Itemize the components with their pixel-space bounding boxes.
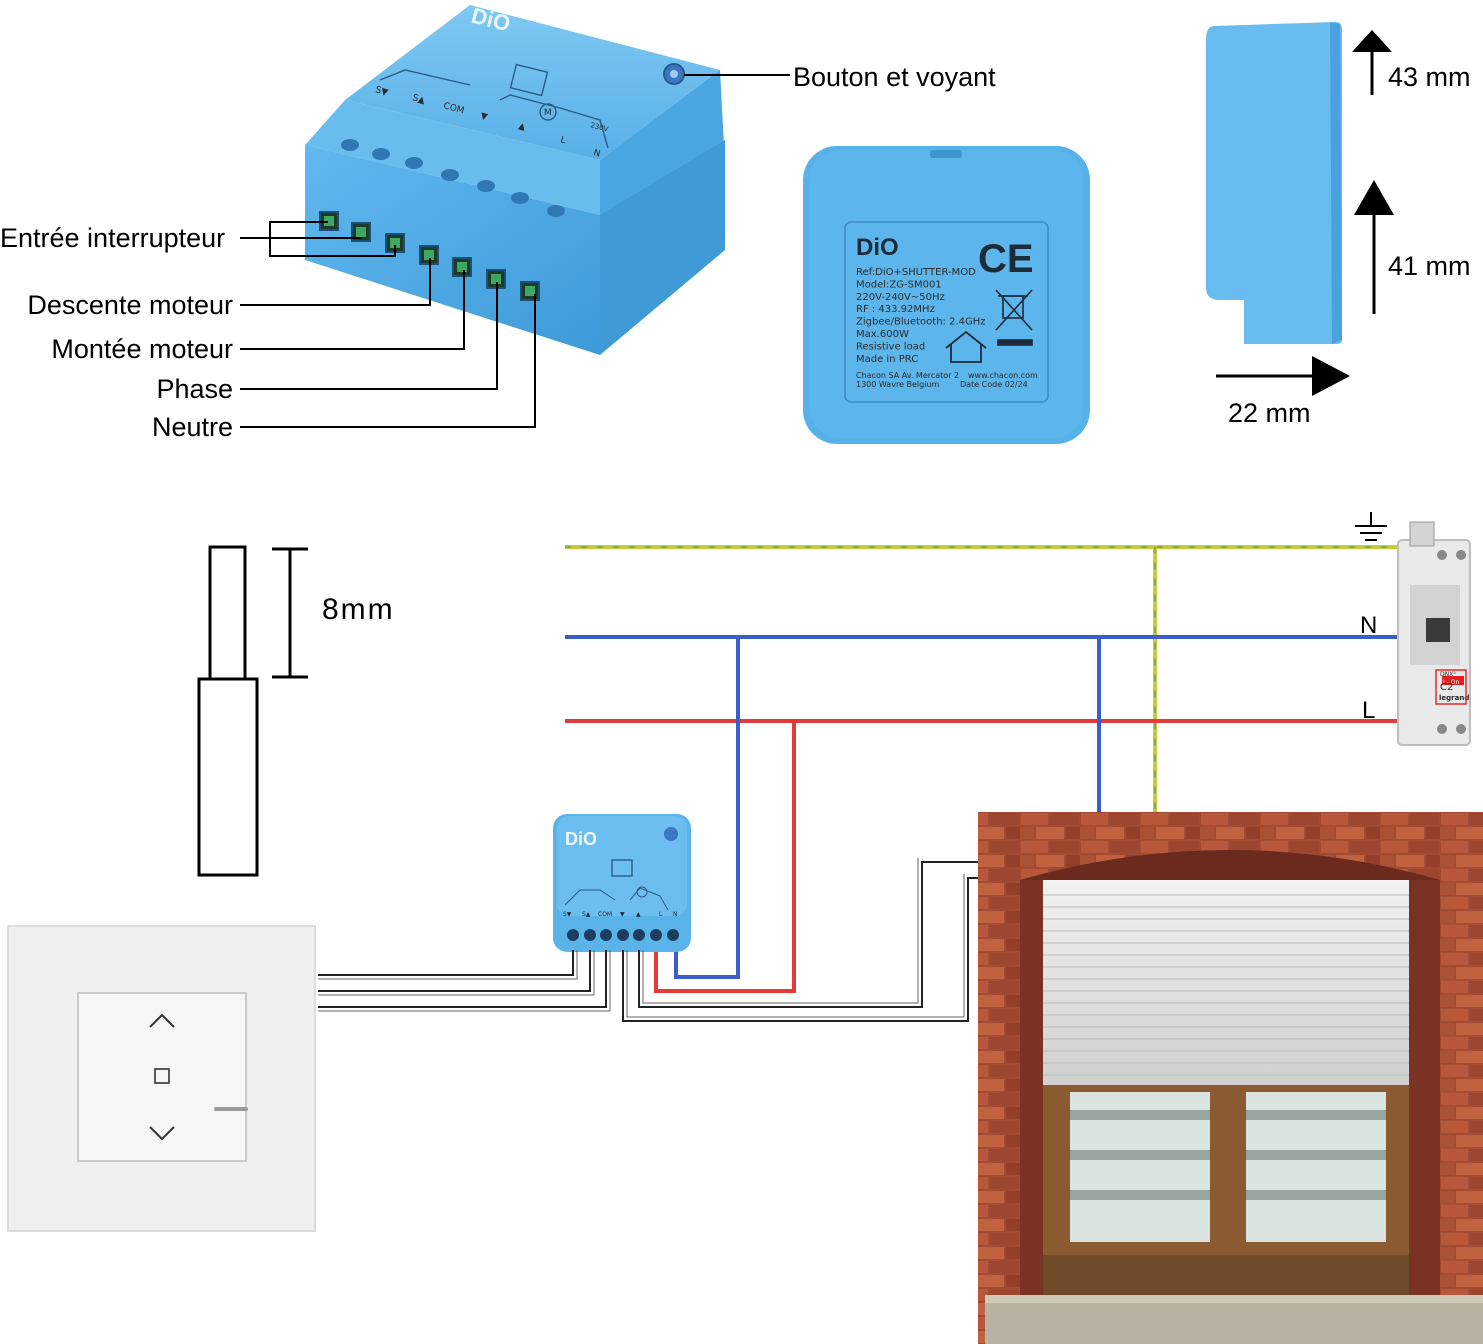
small-module-brand: DiO xyxy=(565,829,597,849)
dim-height-top: 43 mm xyxy=(1388,62,1471,92)
rear-spec-line: RF : 433.92MHz xyxy=(856,304,935,315)
mark-up: ▲ xyxy=(517,121,526,132)
mark-s-up: S▲ xyxy=(411,93,426,106)
mark-l: L xyxy=(559,135,566,146)
mains-line-label: L xyxy=(1362,697,1375,724)
breaker-on: I - On xyxy=(1443,679,1459,686)
small-led-icon xyxy=(664,827,678,841)
wire-strip-diagram xyxy=(197,545,308,877)
mark-motor: M xyxy=(544,108,552,118)
small-mark-down: ▼ xyxy=(620,911,625,918)
earth-symbol-icon xyxy=(1355,512,1387,541)
small-mark-up: ▲ xyxy=(636,911,641,918)
up-arrow-icon xyxy=(149,1013,175,1028)
rear-spec-line: Max.600W xyxy=(856,329,909,340)
rear-footer-right-2: Date Code 02/24 xyxy=(960,380,1028,389)
label-button-led: Bouton et voyant xyxy=(793,62,996,92)
small-mark-s-down: S▼ xyxy=(563,911,572,918)
small-mark-s-up: S▲ xyxy=(582,911,591,918)
rear-spec-line: 220V-240V~50Hz xyxy=(856,292,945,303)
signal-wiring xyxy=(318,858,980,1022)
weee-bin-icon xyxy=(995,289,1033,346)
dim-depth: 22 mm xyxy=(1228,398,1311,428)
window-shutter-photo xyxy=(978,812,1483,1344)
label-phase: Phase xyxy=(156,374,233,404)
breaker-model: DNX³ xyxy=(1440,671,1456,678)
down-arrow-icon xyxy=(149,1126,175,1141)
dio-module-small: DiO S▼ S▲ COM ▼ ▲ L N xyxy=(553,814,691,952)
dim-height: 41 mm xyxy=(1388,251,1471,281)
rear-spec-line: Made in PRC xyxy=(856,354,918,365)
breaker-brand: legrand xyxy=(1439,694,1469,702)
small-mark-com: COM xyxy=(598,911,612,918)
rear-spec-line: Model:ZG-SM001 xyxy=(856,279,942,290)
module-leader-lines xyxy=(240,74,790,428)
mains-neutral-label: N xyxy=(1360,612,1377,639)
breaker-rating: C2 xyxy=(1440,682,1453,693)
ce-mark: CE xyxy=(978,237,1034,281)
dio-module-side xyxy=(1206,22,1342,344)
rear-spec-line: Resistive load xyxy=(856,341,925,352)
circuit-breaker: I - On . DNX³ C2 legrand xyxy=(1397,521,1471,746)
wall-switch xyxy=(7,925,316,1232)
strip-length-label: 8mm xyxy=(322,593,395,626)
mark-down: ▼ xyxy=(479,111,488,122)
label-motor-down: Descente moteur xyxy=(27,290,233,320)
mark-s-down: S▼ xyxy=(374,85,389,98)
small-mark-l: L xyxy=(659,911,663,918)
dio-module-3d: DiO S▼ S▲ COM ▼ ▲ M L N 230V xyxy=(305,3,725,355)
top-schematic xyxy=(379,63,609,149)
rear-footer-left-2: 1300 Wavre Belgium xyxy=(856,380,940,389)
mark-n: N xyxy=(592,148,601,159)
indoor-house-icon xyxy=(945,330,987,363)
rear-spec-line: Zigbee/Bluetooth: 2.4GHz xyxy=(856,317,986,328)
dio-module-rear: DiO CE Ref:DiO+SHUTTER-MODModel:ZG-SM001… xyxy=(803,146,1090,444)
rear-footer-left-1: Chacon SA Av. Mercator 2 xyxy=(856,371,959,380)
rear-footer-right-1: www.chacon.com xyxy=(968,371,1038,380)
mains-wiring xyxy=(565,545,1400,993)
label-neutral: Neutre xyxy=(152,412,233,442)
stop-square-icon xyxy=(154,1068,170,1084)
label-switch-input: Entrée interrupteur xyxy=(0,223,225,253)
rear-brand: DiO xyxy=(856,234,899,261)
small-mark-n: N xyxy=(673,911,678,918)
dimension-arrows xyxy=(1216,30,1394,396)
label-motor-up: Montée moteur xyxy=(51,334,233,364)
rear-spec-line: Ref:DiO+SHUTTER-MOD xyxy=(856,267,976,278)
